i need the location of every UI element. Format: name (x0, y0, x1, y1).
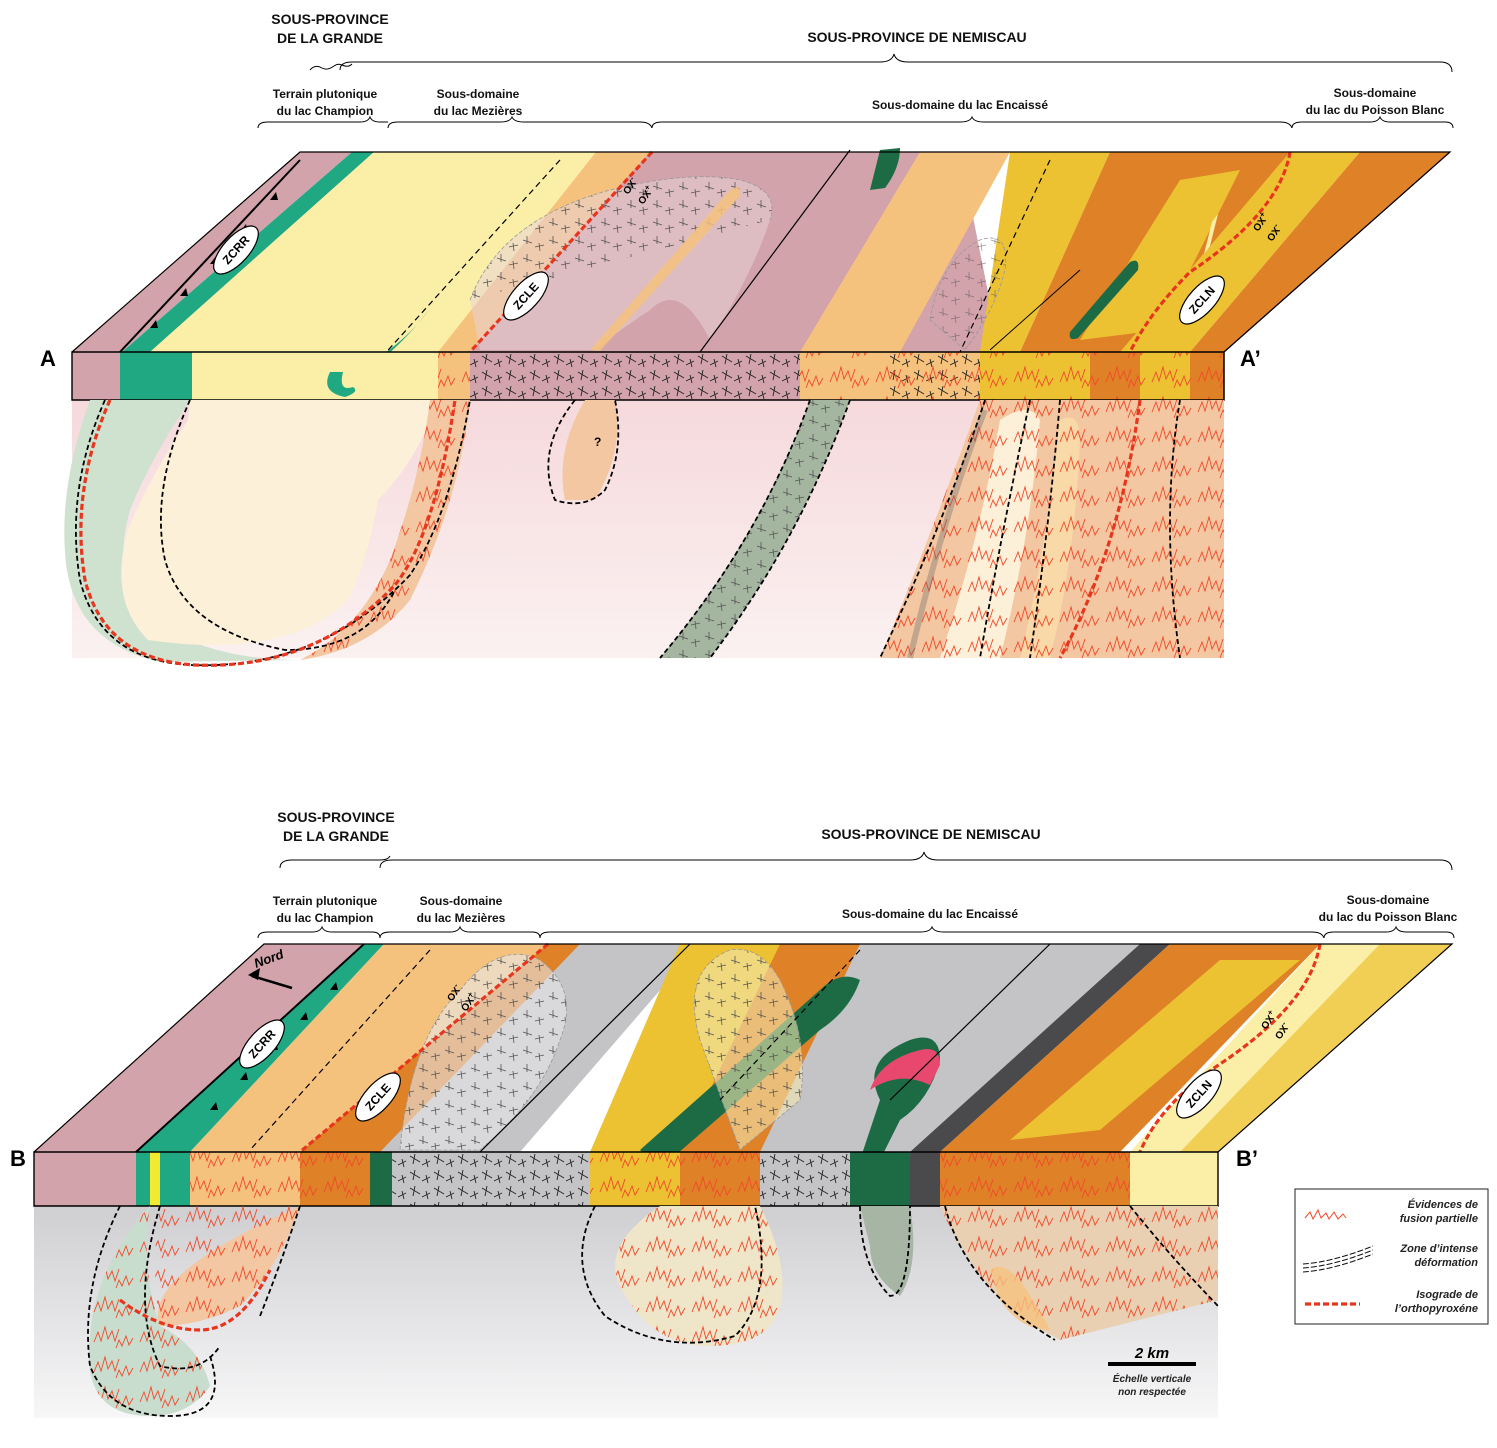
domain-champion-line2: du lac Champion (277, 911, 374, 925)
front-grey-2-hatch (760, 1152, 850, 1206)
domain-encaisse: Sous-domaine du lac Encaissé (872, 98, 1048, 112)
front-melt-3 (940, 1152, 1130, 1206)
domain-mezieres-line1: Sous-domaine (437, 87, 520, 101)
header-nemiscau: SOUS-PROVINCE DE NEMISCAU (821, 826, 1040, 842)
header-nemiscau: SOUS-PROVINCE DE NEMISCAU (807, 29, 1026, 45)
front-dark-grey (910, 1152, 940, 1206)
domain-mezieres-line2: du lac Mezières (434, 104, 523, 118)
front-teal (136, 1152, 190, 1206)
legend-melt-line1: Évidences de (1408, 1198, 1478, 1211)
scale-note-line2: non respectée (1118, 1387, 1186, 1398)
header-la-grande-line1: SOUS-PROVINCE (271, 11, 388, 27)
label-b: B (10, 1146, 26, 1171)
front-grey-hatch (392, 1152, 590, 1206)
brace-nemiscau (340, 54, 1452, 72)
front-pale-yellow (192, 352, 438, 400)
scale-length: 2 km (1134, 1345, 1169, 1362)
brace-mezieres (380, 927, 540, 938)
domain-poisson-line1: Sous-domaine (1334, 86, 1417, 100)
domain-poisson-line2: du lac du Poisson Blanc (1306, 103, 1445, 117)
brace-mezieres (388, 117, 652, 128)
brace-poisson (1324, 927, 1454, 938)
domain-mezieres-line1: Sous-domaine (420, 894, 503, 908)
domain-poisson-line2: du lac du Poisson Blanc (1319, 910, 1458, 924)
scale-line (1108, 1362, 1196, 1366)
brace-encaisse (652, 117, 1292, 128)
domain-poisson-line1: Sous-domaine (1347, 893, 1430, 907)
front-dark-green (370, 1152, 392, 1206)
section-b: SOUS-PROVINCE DE LA GRANDE SOUS-PROVINCE… (10, 809, 1458, 1418)
front-pale-yellow (1130, 1152, 1218, 1206)
scale-note-line1: Échelle verticale (1113, 1372, 1192, 1385)
brace-poisson (1292, 117, 1453, 128)
front-melt-2 (590, 1152, 760, 1206)
label-a-prime: A’ (1240, 346, 1261, 371)
brace-champion (258, 927, 380, 938)
legend-melt-line2: fusion partielle (1400, 1213, 1478, 1225)
question-mark: ? (594, 435, 601, 449)
header-la-grande-line2: DE LA GRANDE (283, 828, 389, 844)
brace-la-grande (310, 64, 352, 70)
front-melt-overlay (800, 352, 1224, 400)
front-yellow-thin (150, 1152, 160, 1206)
brace-champion (258, 117, 388, 128)
header-la-grande-line2: DE LA GRANDE (277, 30, 383, 46)
section-a: SOUS-PROVINCE DE LA GRANDE SOUS-PROVINCE… (40, 11, 1453, 665)
front-teal (120, 352, 192, 400)
brace-nemiscau (380, 852, 1452, 870)
domain-encaisse: Sous-domaine du lac Encaissé (842, 907, 1018, 921)
front-dark-green-2 (850, 1152, 910, 1206)
legend: Évidences de fusion partielle Zone d’int… (1295, 1189, 1488, 1324)
brace-encaisse (540, 927, 1324, 938)
domain-champion-line1: Terrain plutonique (273, 87, 378, 101)
domain-champion-line2: du lac Champion (277, 104, 374, 118)
legend-isograd-line1: Isograde de (1416, 1289, 1478, 1301)
front-crosshatch-1 (470, 352, 800, 400)
label-b-prime: B’ (1236, 1146, 1258, 1171)
legend-isograd-line2: l’orthopyroxéne (1395, 1303, 1478, 1315)
header-la-grande-line1: SOUS-PROVINCE (277, 809, 394, 825)
front-melt-1 (190, 1152, 370, 1206)
label-a: A (40, 346, 56, 371)
legend-deform-line2: déformation (1414, 1257, 1478, 1269)
front-melt-overlay-2 (438, 352, 470, 400)
legend-deform-line1: Zone d’intense (1399, 1243, 1478, 1255)
brace-la-grande (280, 856, 390, 868)
domain-mezieres-line2: du lac Mezières (417, 911, 506, 925)
domain-champion-line1: Terrain plutonique (273, 894, 378, 908)
